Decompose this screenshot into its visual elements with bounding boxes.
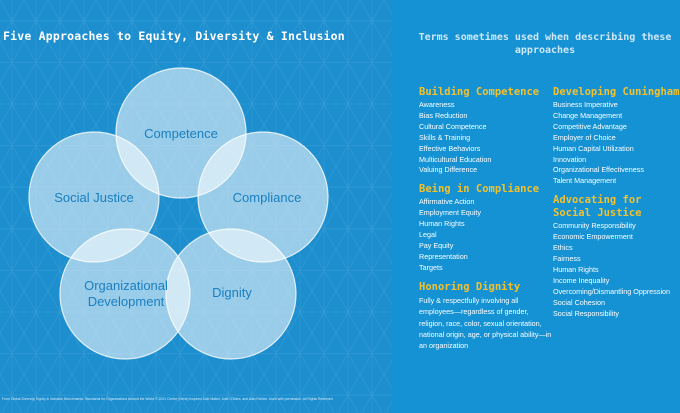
term: Competitive Advantage [553, 121, 627, 131]
term: Ethics [553, 243, 573, 253]
term: Organizational Effectiveness [553, 165, 644, 175]
term: Pay Equity [419, 240, 454, 250]
term: Awareness [419, 100, 455, 109]
term-list: Awareness Bias Reduction Cultural Compet… [419, 100, 553, 176]
term: Bias Reduction [419, 110, 468, 120]
group-developing: Developing Cuningham Business Imperative… [553, 87, 680, 187]
group-title: Building Competence [419, 86, 540, 98]
term: Income Inequality [553, 275, 610, 285]
term: Targets [419, 262, 443, 272]
terms-column-right: Developing Cuningham Business Imperative… [553, 87, 680, 327]
term: Skills & Training [419, 132, 471, 142]
label-social-justice: Social Justice [54, 190, 133, 205]
term-list: Affirmative Action Employment Equity Hum… [419, 197, 553, 273]
group-description: Fully & respectfully involving all emplo… [419, 295, 552, 351]
terms-panel-background [392, 0, 680, 413]
group-title: Developing Cuningham [553, 86, 680, 98]
term: Employment Equity [419, 208, 481, 218]
term: Valuing Difference [419, 165, 478, 175]
footer-credit: From Global Diversity, Equity & Inclusio… [2, 397, 334, 401]
term: Employer of Choice [553, 132, 616, 142]
term: Innovation [553, 154, 587, 164]
label-organizational-development-line1: Organizational [84, 278, 168, 293]
page-title: Five Approaches to Equity, Diversity & I… [3, 29, 345, 43]
label-compliance: Compliance [233, 190, 302, 205]
term: Overcoming/Dismantling Oppression [553, 286, 671, 296]
label-dignity: Dignity [212, 285, 252, 300]
term: Representation [419, 251, 468, 261]
five-approaches-diagram: Competence Social Justice Compliance Org… [28, 67, 329, 360]
group-title-line2: Social Justice [553, 207, 642, 220]
term: Talent Management [553, 176, 617, 186]
term: Effective Behaviors [419, 143, 481, 153]
group-title: Advocating for [553, 194, 642, 207]
label-competence: Competence [144, 126, 218, 141]
term: Economic Empowerment [553, 232, 633, 242]
term: Social Responsibility [553, 308, 619, 318]
term-list: Business Imperative Change Management Co… [553, 100, 680, 187]
group-honoring-dignity: Honoring Dignity Fully & respectfully in… [419, 280, 553, 352]
group-being-in-compliance: Being in Compliance Affirmative Action E… [419, 184, 553, 273]
terms-panel-title: Terms sometimes used when describing the… [418, 32, 672, 56]
term: Cultural Competence [419, 121, 487, 131]
term: Human Rights [419, 219, 465, 229]
term: Community Responsibility [553, 221, 636, 231]
term: Legal [419, 230, 437, 240]
term: Change Management [553, 110, 623, 120]
term: Business Imperative [553, 100, 618, 109]
terms-column-left: Building Competence Awareness Bias Reduc… [419, 87, 553, 360]
term: Fairness [553, 253, 581, 263]
term: Affirmative Action [419, 197, 475, 207]
group-advocating-social-justice: Advocating for Social Justice Community … [553, 195, 680, 319]
term: Social Cohesion [553, 297, 605, 307]
group-title: Being in Compliance [419, 183, 540, 196]
term: Human Rights [553, 264, 599, 274]
circle-dignity [165, 228, 297, 360]
term: Human Capital Utilization [553, 143, 634, 153]
group-building-competence: Building Competence Awareness Bias Reduc… [419, 87, 553, 176]
group-title: Honoring Dignity [419, 280, 521, 293]
term-list: Community Responsibility Economic Empowe… [553, 221, 680, 319]
term: Multicultural Education [419, 154, 492, 164]
label-organizational-development-line2: Development [88, 294, 165, 309]
